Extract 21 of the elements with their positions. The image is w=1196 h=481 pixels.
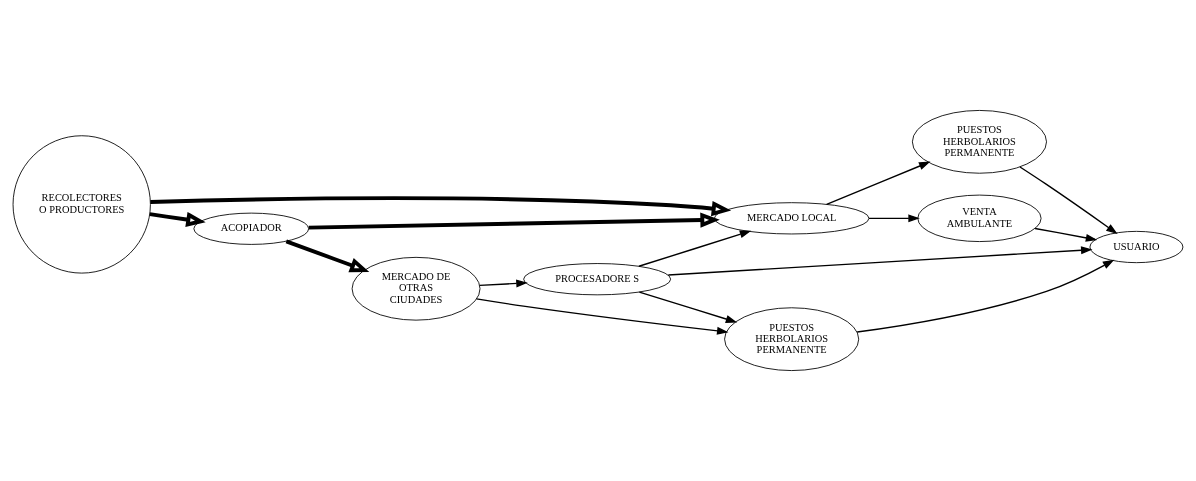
arrow bbox=[868, 214, 920, 223]
arrow bbox=[1019, 166, 1118, 235]
arrow bbox=[638, 291, 738, 323]
arrow bbox=[475, 298, 729, 335]
arrow bbox=[856, 259, 1115, 333]
node-ellipse: VENTA AMBULANTE bbox=[917, 194, 1042, 242]
arrow bbox=[667, 246, 1093, 276]
node-circle: RECOLECTORES O PRODUCTORES bbox=[12, 135, 151, 274]
node-ellipse: ACOPIADOR bbox=[193, 212, 310, 245]
node-ellipse: MERCADO DE OTRAS CIUDADES bbox=[351, 256, 481, 321]
node-ellipse: PUESTOS HERBOLARIOS PERMANENTE bbox=[911, 110, 1047, 174]
arrow bbox=[478, 279, 528, 288]
node-ellipse: USUARIO bbox=[1089, 230, 1184, 264]
arrow bbox=[150, 196, 732, 217]
arrow bbox=[149, 211, 206, 228]
arrow bbox=[1034, 227, 1098, 242]
arrow bbox=[638, 230, 752, 267]
arrow bbox=[308, 212, 720, 230]
node-ellipse: PROCESADORE S bbox=[523, 263, 672, 296]
arrow bbox=[285, 239, 370, 273]
arrow bbox=[825, 161, 931, 205]
